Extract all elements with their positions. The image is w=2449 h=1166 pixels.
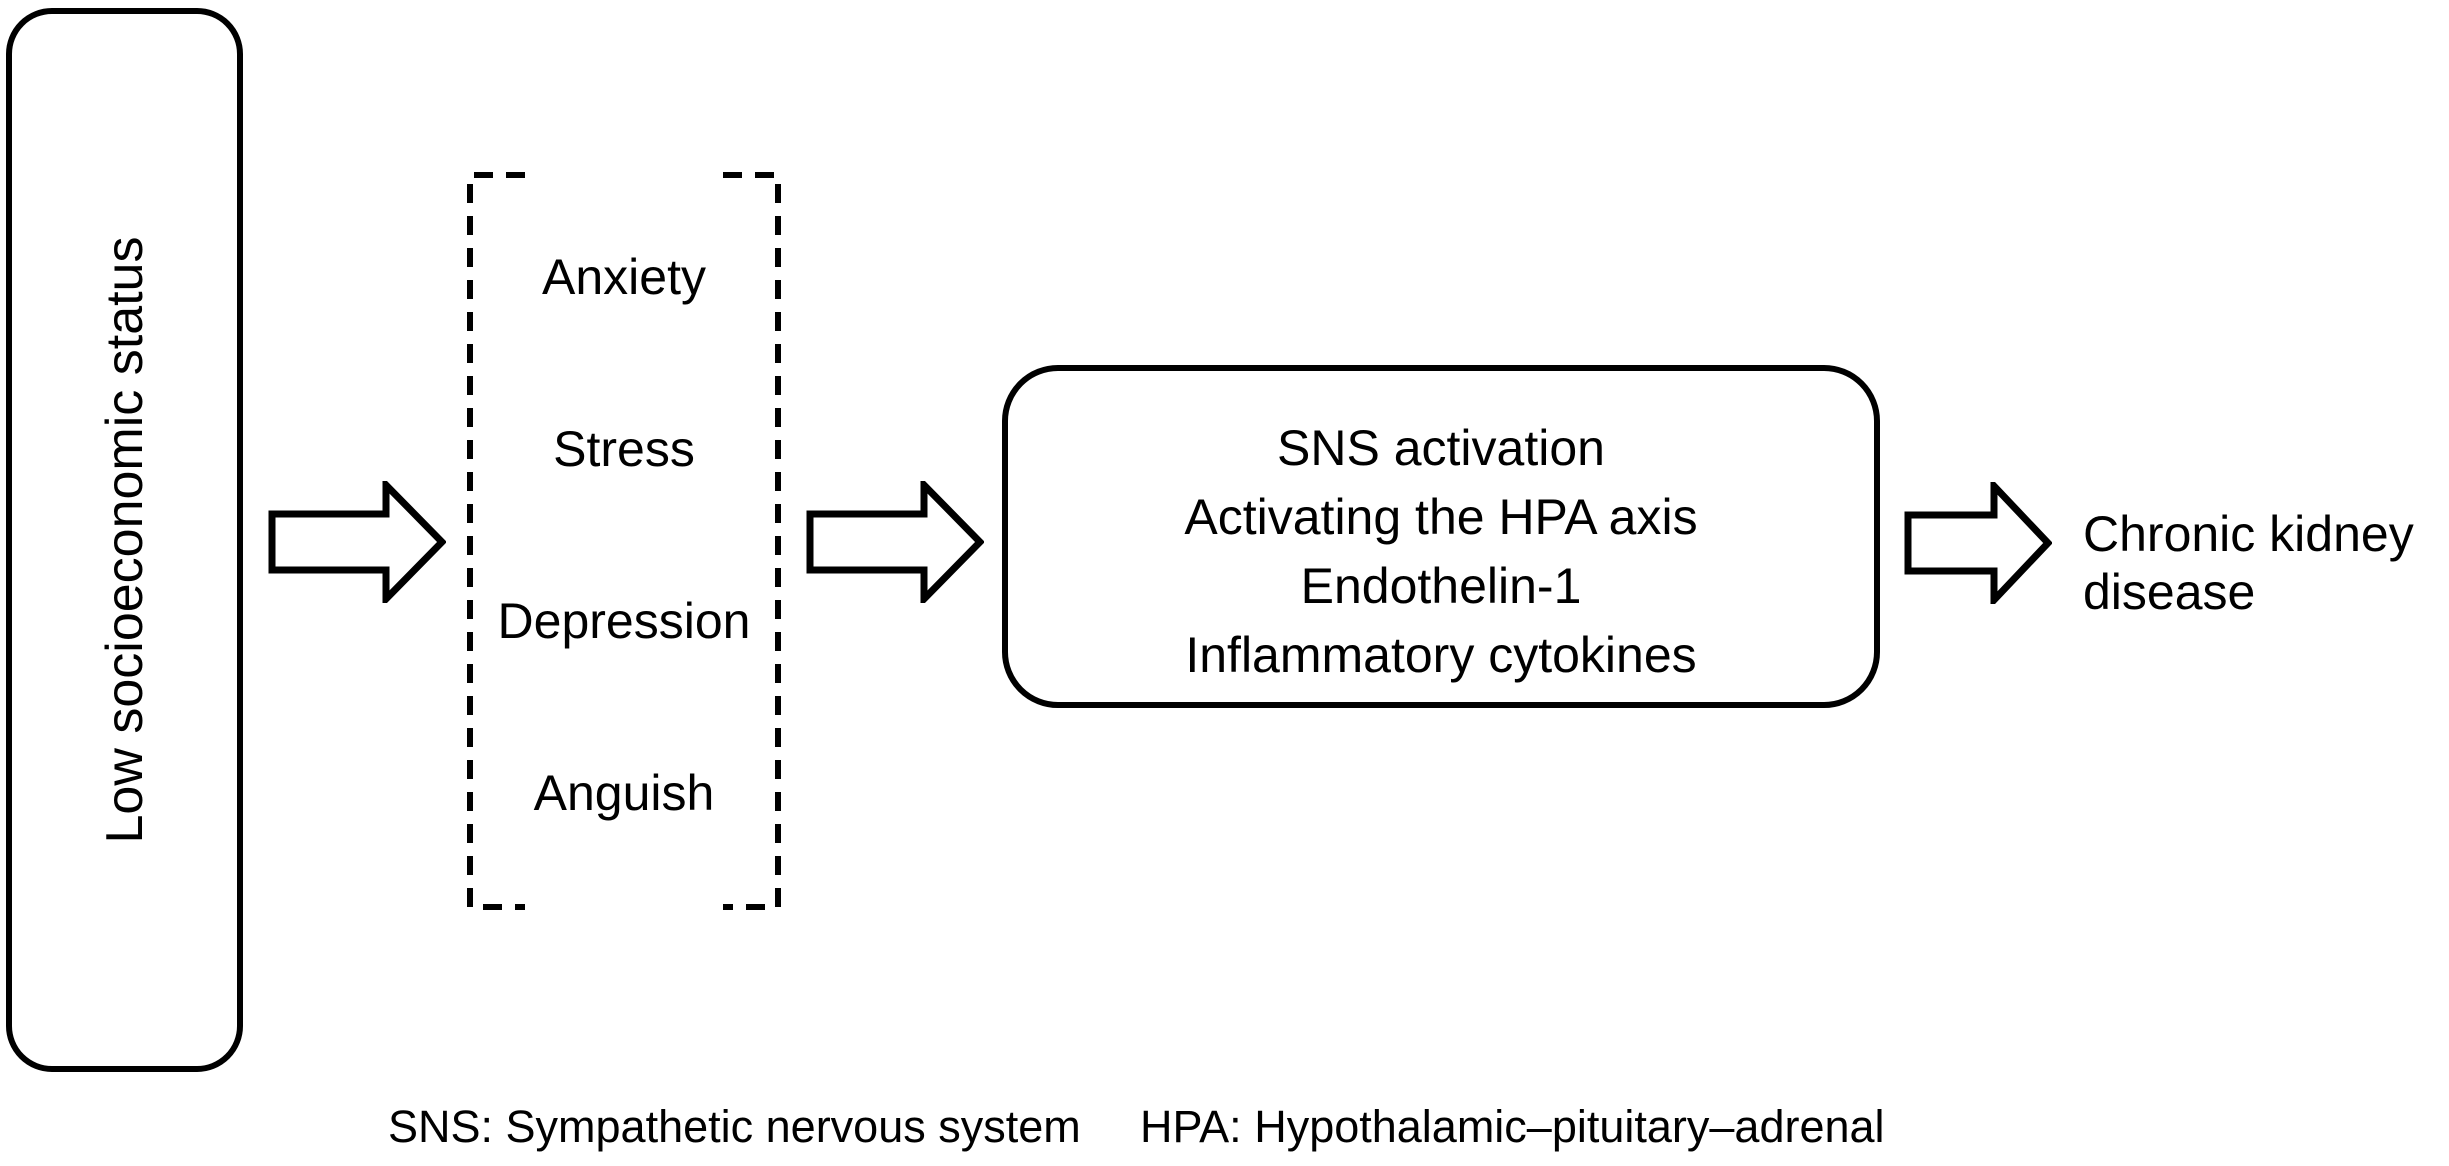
mechanism-endothelin-label: Endothelin-1 bbox=[1300, 557, 1582, 614]
node-mechanisms: SNS activation Activating the HPA axis E… bbox=[1002, 365, 1880, 708]
node-low-socioeconomic-status: Low socioeconomic status bbox=[6, 8, 243, 1072]
mechanism-hpa-axis-label: Activating the HPA axis bbox=[1184, 488, 1698, 545]
mediator-stress-label: Stress bbox=[553, 421, 695, 477]
flow-arrow-icon bbox=[1904, 482, 2052, 604]
mediator-anguish-label: Anguish bbox=[533, 765, 715, 821]
mechanism-sns-activation-label: SNS activation bbox=[1277, 419, 1605, 476]
flow-arrow-icon bbox=[806, 481, 984, 603]
dashed-bracket-left bbox=[467, 172, 525, 910]
legend-hpa-definition: HPA: Hypothalamic–pituitary–adrenal bbox=[1140, 1101, 1885, 1152]
dashed-bracket-right bbox=[723, 172, 781, 910]
flow-arrow-icon bbox=[268, 481, 446, 603]
dashed-bracket bbox=[467, 172, 781, 910]
outcome-chronic-kidney-disease-label: Chronic kidney disease bbox=[2083, 506, 2414, 620]
mediator-anxiety-label: Anxiety bbox=[542, 249, 706, 305]
node-low-socioeconomic-status-label: Low socioeconomic status bbox=[95, 236, 154, 844]
mediator-depression-label: Depression bbox=[497, 593, 751, 649]
mechanism-inflammatory-cytokines-label: Inflammatory cytokines bbox=[1185, 626, 1697, 683]
legend-sns-definition: SNS: Sympathetic nervous system bbox=[388, 1101, 1081, 1152]
